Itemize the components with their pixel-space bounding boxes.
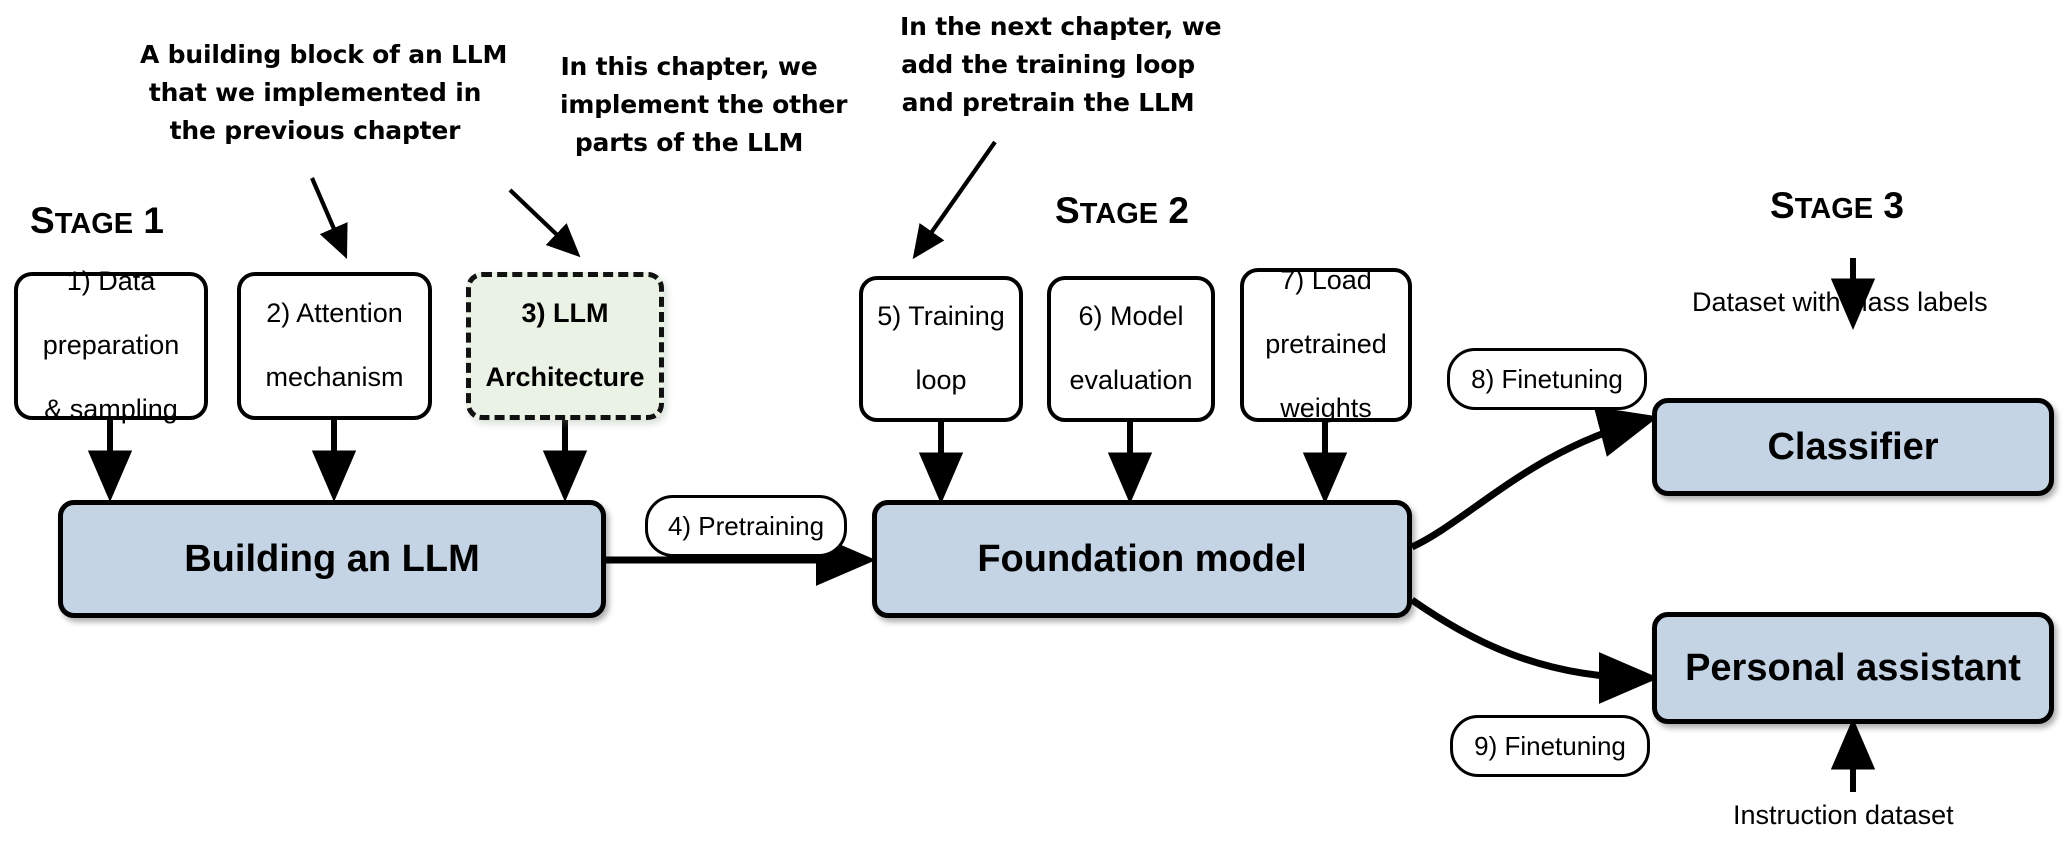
stage-label-3: STAGE 3 — [1770, 185, 1904, 227]
node-label: Foundation model — [977, 537, 1307, 580]
node-line: 1) Data — [66, 266, 156, 297]
node-line: evaluation — [1069, 364, 1193, 395]
node-classifier[interactable]: Classifier — [1652, 398, 2054, 496]
node-step6-model-evaluation[interactable]: 6) Model evaluation — [1047, 276, 1215, 422]
node-step7-load-pretrained-weights[interactable]: 7) Load pretrained weights — [1240, 265, 1412, 423]
node-step3-llm-architecture[interactable]: 3) LLM Architecture — [466, 272, 664, 420]
node-label: 9) Finetuning — [1474, 730, 1626, 761]
stage-label-number: 2 — [1168, 190, 1189, 231]
node-step8-finetuning[interactable]: 8) Finetuning — [1447, 348, 1647, 410]
stage-label-rest: TAGE — [1079, 198, 1159, 230]
callout-arrow-next-chapter — [912, 140, 997, 260]
stage-label-rest: TAGE — [54, 208, 134, 240]
node-label: 8) Finetuning — [1471, 363, 1623, 394]
node-label: Classifier — [1767, 425, 1939, 468]
callout-line: that we implemented in — [148, 78, 482, 107]
stage-label-number: 3 — [1883, 185, 1904, 226]
callout-line: parts of the LLM — [574, 128, 804, 157]
caption-text: Dataset with class labels — [1692, 287, 1988, 317]
node-line: 5) Training — [877, 301, 1005, 332]
stage-label-initial: S — [1055, 190, 1080, 231]
stage-label-1: STAGE 1 — [30, 200, 164, 242]
node-foundation-model[interactable]: Foundation model — [872, 500, 1412, 618]
callout-line: A building block of an LLM — [140, 40, 508, 69]
callout-next-chapter: In the next chapter, we add the training… — [900, 8, 1222, 122]
node-label: Building an LLM — [184, 537, 480, 580]
stage-label-rest: TAGE — [1794, 193, 1874, 225]
node-line: & sampling — [44, 393, 178, 424]
node-line: 7) Load — [1280, 265, 1372, 296]
edge-foundation-classifier — [1410, 406, 1659, 551]
stage-label-2: STAGE 2 — [1055, 190, 1189, 232]
node-line: Architecture — [485, 361, 645, 392]
stage-label-initial: S — [30, 200, 55, 241]
stage-label-initial: S — [1770, 185, 1795, 226]
node-line: weights — [1280, 392, 1372, 423]
node-line: loop — [915, 364, 967, 395]
node-line: pretrained — [1265, 329, 1387, 360]
callout-arrow-this-chapter — [508, 188, 581, 258]
node-personal-assistant[interactable]: Personal assistant — [1652, 612, 2054, 724]
callout-line: add the training loop — [901, 50, 1195, 79]
stage-label-number: 1 — [143, 200, 164, 241]
callout-previous-chapter: A building block of an LLM that we imple… — [140, 36, 508, 150]
caption-dataset-class-labels: Dataset with class labels — [1692, 287, 1988, 318]
caption-text: Instruction dataset — [1733, 800, 1954, 830]
node-line: preparation — [42, 330, 180, 361]
node-label: Personal assistant — [1685, 646, 2021, 689]
node-step5-training-loop[interactable]: 5) Training loop — [859, 276, 1023, 422]
node-step2-attention-mechanism[interactable]: 2) Attention mechanism — [237, 272, 432, 420]
callout-this-chapter: In this chapter, we implement the other … — [560, 48, 848, 162]
node-step9-finetuning[interactable]: 9) Finetuning — [1450, 715, 1650, 777]
callout-line: implement the other — [560, 90, 848, 119]
callout-line: and pretrain the LLM — [901, 88, 1195, 117]
caption-instruction-dataset: Instruction dataset — [1733, 800, 1954, 831]
node-line: 3) LLM — [521, 298, 609, 329]
callout-arrow-previous-chapter — [310, 177, 348, 259]
callout-line: In this chapter, we — [560, 52, 818, 81]
node-line: 2) Attention — [266, 298, 403, 329]
node-step4-pretraining[interactable]: 4) Pretraining — [645, 495, 847, 557]
node-line: mechanism — [265, 361, 404, 392]
callout-line: the previous chapter — [169, 116, 461, 145]
node-label: 4) Pretraining — [667, 510, 825, 541]
edge-foundation-assistant — [1410, 597, 1659, 704]
callout-line: In the next chapter, we — [900, 12, 1222, 41]
node-line: 6) Model — [1078, 301, 1184, 332]
node-step1-data-preparation[interactable]: 1) Data preparation & sampling — [14, 266, 208, 424]
node-building-an-llm[interactable]: Building an LLM — [58, 500, 606, 618]
